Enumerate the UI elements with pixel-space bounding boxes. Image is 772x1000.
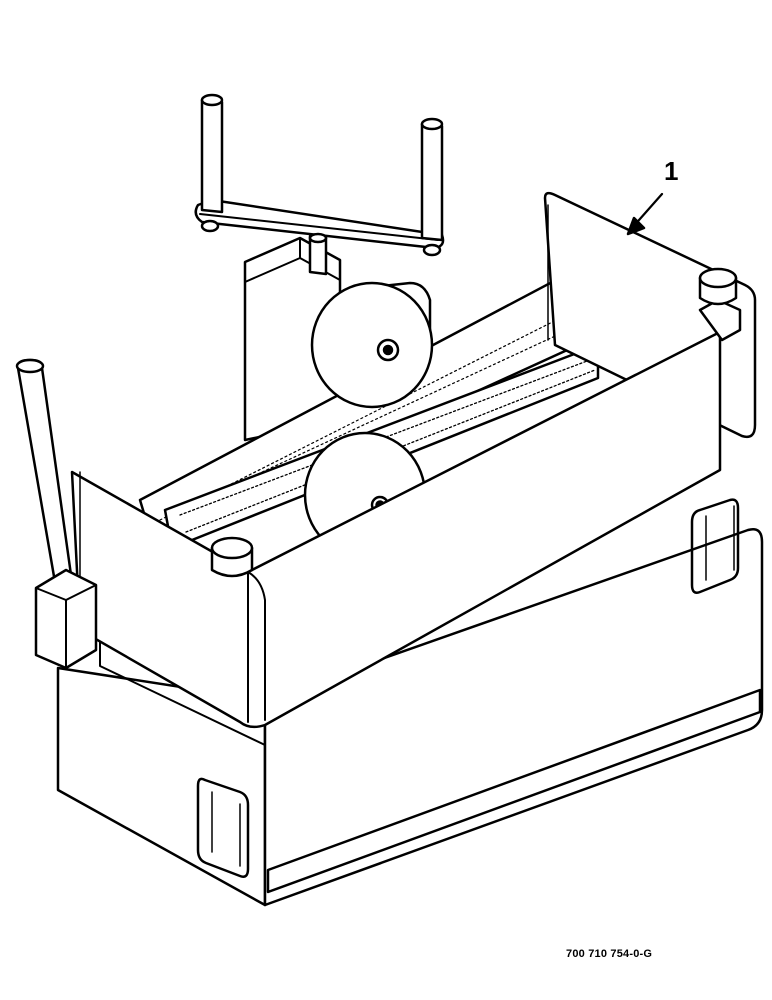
upper-roller-wheel (310, 281, 434, 409)
figure-code: 700 710 754-0-G (566, 948, 653, 960)
front-guard-panel (70, 330, 722, 729)
top-handle-frame (194, 93, 445, 276)
left-adjustment-knob (210, 536, 254, 578)
callout-1-leader (626, 192, 664, 236)
left-lever-handle (15, 358, 98, 670)
base-housing (56, 498, 764, 907)
right-adjustment-knob (698, 267, 742, 342)
callout-1-label: 1 (664, 156, 679, 186)
